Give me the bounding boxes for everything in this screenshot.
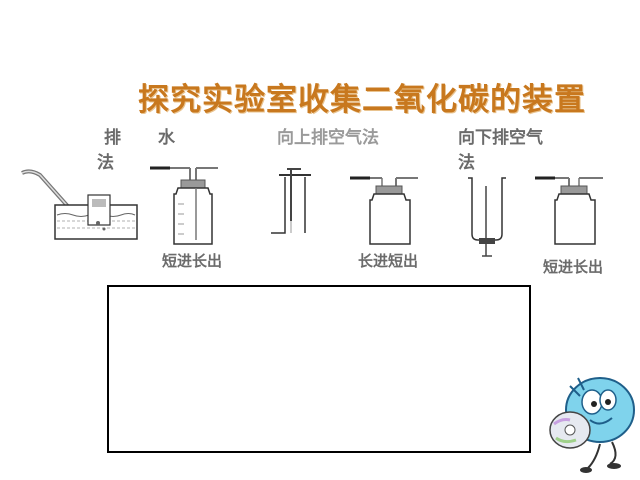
label-downward-air-line1: 向下排空气 — [458, 128, 543, 148]
label-water-part3: 法 — [97, 153, 114, 173]
caption-bottle-2: 长进短出 — [358, 252, 419, 270]
collection-bottle-1 — [150, 166, 218, 245]
answer-box — [107, 285, 531, 453]
label-water-part1: 排 — [104, 128, 121, 148]
label-upward-air: 向上排空气法 — [277, 128, 379, 148]
collection-bottle-3 — [535, 176, 603, 245]
caption-bottle-1: 短进长出 — [162, 252, 223, 270]
water-trough-apparatus — [21, 169, 138, 240]
slide-title: 探究实验室收集二氧化碳的装置 — [138, 82, 586, 118]
upward-gas-jar — [271, 168, 311, 234]
downward-gas-jar — [468, 177, 506, 257]
collection-bottle-2 — [350, 176, 418, 245]
label-downward-air-line2: 法 — [458, 153, 475, 173]
cartoon-cd-mascot-icon — [549, 377, 635, 473]
label-water-part2: 水 — [158, 128, 175, 148]
caption-bottle-3: 短进长出 — [543, 258, 604, 276]
